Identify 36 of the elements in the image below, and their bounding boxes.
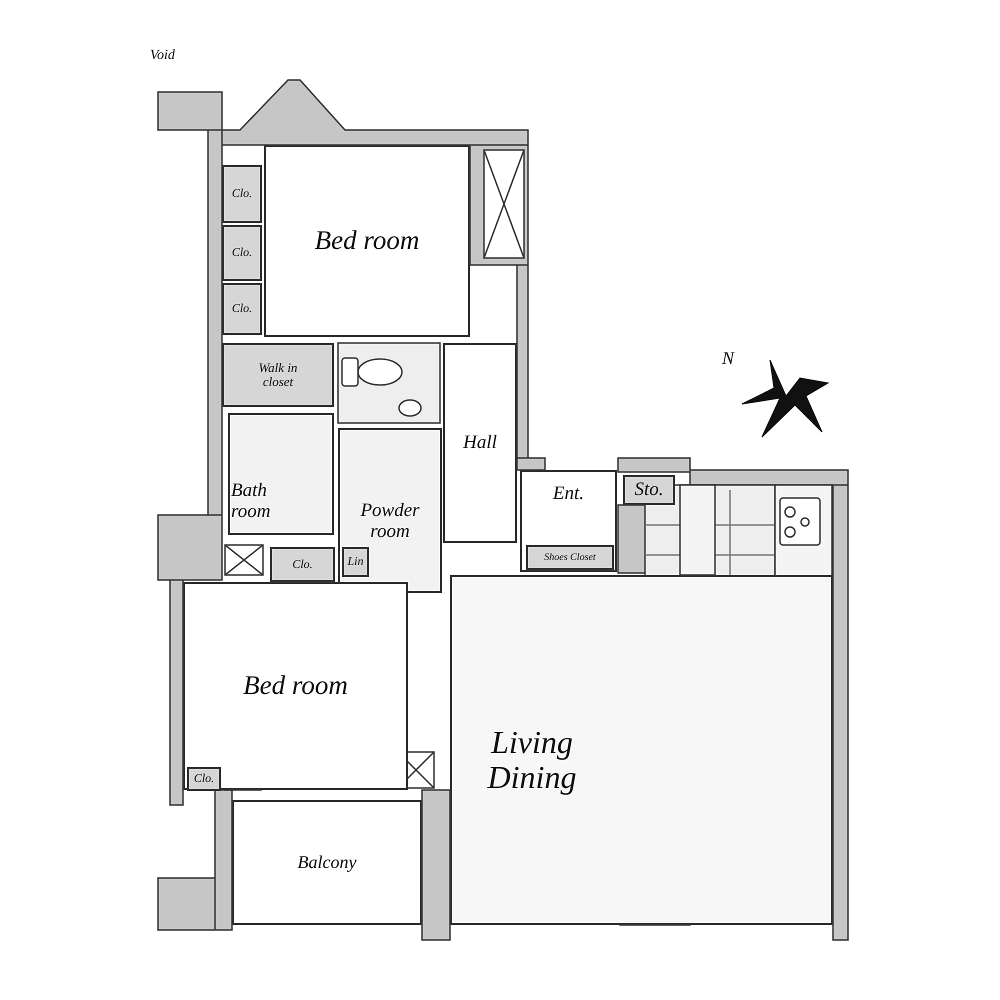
void-label: Void bbox=[150, 48, 175, 64]
room-area bbox=[450, 575, 833, 925]
room-area bbox=[443, 343, 517, 543]
room-area bbox=[264, 145, 470, 337]
closet-area bbox=[222, 343, 334, 407]
closet-label: Lin bbox=[347, 555, 364, 569]
closet-label: Sto. bbox=[634, 480, 664, 500]
balcony-area bbox=[232, 800, 422, 925]
closet-label: Clo. bbox=[292, 558, 313, 572]
room-label: Bed room bbox=[314, 226, 420, 256]
room-label: Bed room bbox=[243, 671, 348, 701]
room-label: Ent. bbox=[552, 484, 584, 505]
closet-label: Clo. bbox=[232, 302, 252, 316]
closet-label: Clo. bbox=[194, 772, 214, 786]
room-label: Living Dining bbox=[486, 724, 578, 796]
closet-area bbox=[187, 767, 221, 791]
closet-area bbox=[270, 547, 335, 582]
room-area bbox=[228, 413, 334, 535]
room-label: Powder room bbox=[359, 501, 421, 543]
room-label: Hall bbox=[463, 432, 497, 454]
closet-area bbox=[222, 283, 262, 335]
closet-area bbox=[526, 545, 614, 570]
north-label: N bbox=[722, 348, 734, 369]
room-label: Balcony bbox=[298, 852, 356, 872]
closet-label: Shoes Closet bbox=[544, 552, 596, 563]
room-area bbox=[520, 470, 617, 572]
closet-area bbox=[342, 547, 369, 577]
room-area bbox=[338, 428, 442, 593]
room-label: Bath room bbox=[231, 481, 272, 523]
closet-area bbox=[623, 475, 675, 505]
closet-label: Clo. bbox=[232, 246, 252, 260]
closet-label: Clo. bbox=[232, 187, 252, 201]
room-area bbox=[183, 582, 408, 790]
closet-label: Walk in closet bbox=[258, 360, 298, 390]
closet-area bbox=[222, 225, 262, 281]
closet-area bbox=[222, 165, 262, 223]
